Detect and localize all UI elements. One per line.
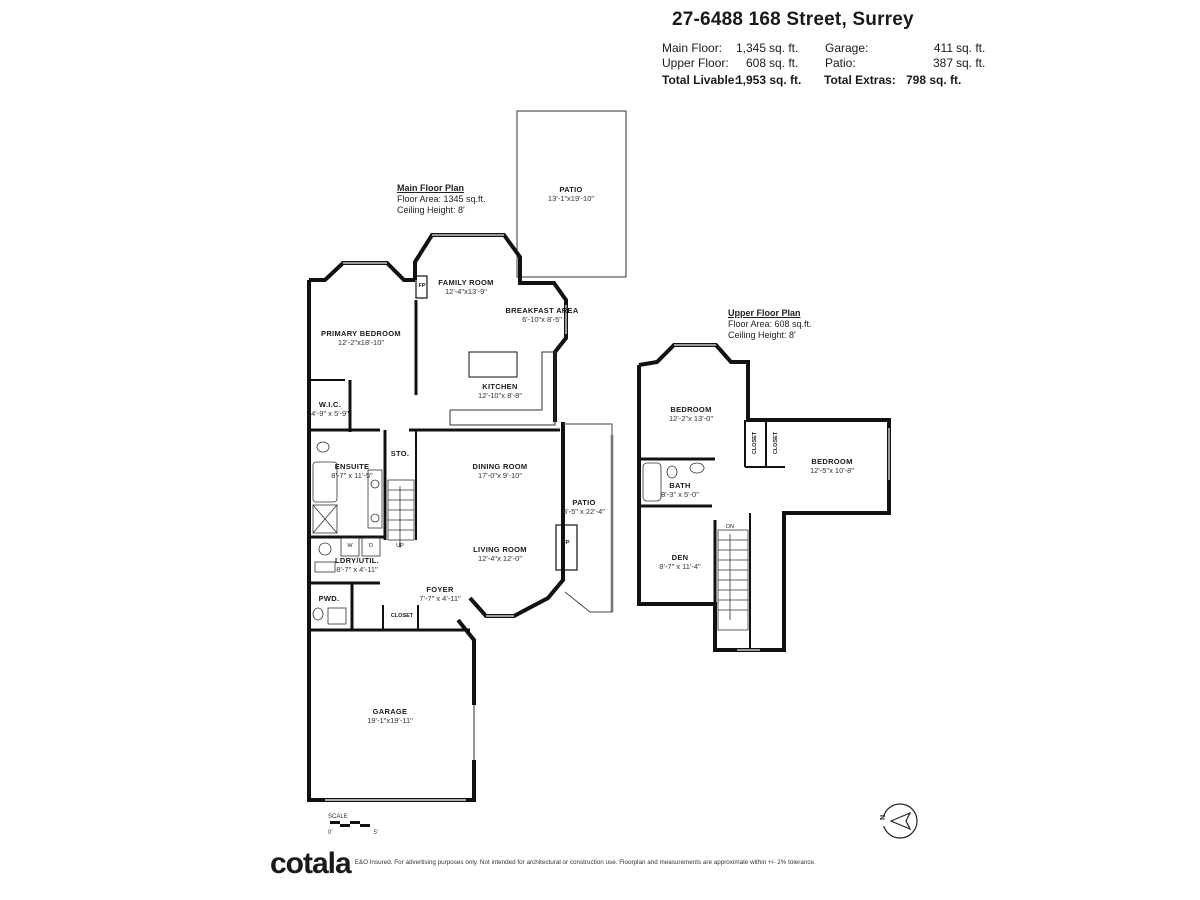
kitchen-counter	[449, 351, 556, 426]
room-storage: STO.	[390, 449, 410, 458]
total-extras-label: Total Extras:	[824, 73, 896, 87]
upper-floor-label: Upper Floor:	[662, 56, 729, 70]
stairs-down-label: DN	[726, 524, 734, 530]
upper-bath-fixtures	[642, 462, 705, 502]
garage-unit: sq. ft.	[956, 41, 986, 55]
room-laundry-utility: LDRY/UTIL.8'-7" x 4'-11"	[335, 556, 379, 574]
disclaimer-text: E&O Insured. For advertising purposes on…	[354, 859, 816, 866]
room-wic: W.I.C.4'-9" x 5'-9"	[311, 400, 349, 418]
dryer-label: D	[369, 543, 373, 549]
upper-floor-plan-info: Upper Floor Plan Floor Area: 608 sq.ft. …	[728, 308, 812, 341]
main-floor-label: Main Floor:	[662, 41, 723, 55]
room-closet: CLOSET	[390, 613, 414, 619]
laundry-fixtures	[314, 537, 381, 573]
washer-label: W	[347, 543, 353, 549]
area-summary: Main Floor: 1,345 sq. ft. Garage: 411 sq…	[662, 41, 1000, 88]
garage-value: 411	[933, 41, 953, 55]
room-upper-closet-1: CLOSET	[752, 431, 758, 455]
main-stairs	[387, 479, 415, 548]
stat-row-main-garage: Main Floor: 1,345 sq. ft. Garage: 411 sq…	[662, 41, 1000, 56]
pwd-fixtures	[312, 607, 347, 625]
stairs-up-label: UP	[396, 543, 404, 549]
side-patio-outline	[563, 423, 613, 613]
living-fireplace	[555, 524, 578, 571]
stat-row-upper-patio: Upper Floor: 608 sq. ft. Patio: 387 sq. …	[662, 56, 1000, 71]
main-floor-area: Floor Area: 1345 sq.ft.	[397, 194, 486, 204]
kitchen-island	[468, 351, 518, 378]
main-floor-plan-info: Main Floor Plan Floor Area: 1345 sq.ft. …	[397, 183, 486, 216]
upper-windows	[674, 344, 890, 651]
compass-icon	[881, 803, 918, 839]
footer: cotala E&O Insured. For advertising purp…	[270, 847, 816, 880]
property-address: 27-6488 168 Street, Surrey	[672, 9, 914, 30]
main-floor-plan-title: Main Floor Plan	[397, 183, 465, 193]
upper-floor-area: Floor Area: 608 sq.ft.	[728, 319, 812, 329]
scale-label: SCALE	[328, 814, 348, 820]
family-fireplace	[415, 275, 428, 299]
upper-floor-plan-title: Upper Floor Plan	[728, 308, 801, 318]
main-floor-unit: sq. ft.	[769, 41, 799, 55]
upper-floor-unit: sq. ft.	[769, 56, 799, 70]
upper-stairs	[717, 529, 749, 631]
scale-bar: SCALE 0' 5'	[328, 814, 378, 836]
family-fireplace-label: FP	[418, 283, 426, 289]
garage-label: Garage:	[825, 41, 869, 55]
patio-value: 387	[932, 56, 953, 70]
stat-row-totals: Total Livable: 1,953 sq. ft. Total Extra…	[662, 73, 1000, 88]
total-extras-value: 798 sq. ft.	[906, 73, 962, 87]
room-upper-closet-2: CLOSET	[773, 431, 779, 455]
scale-graphic	[330, 821, 370, 827]
scale-end: 5'	[373, 830, 378, 836]
main-floor-ceiling: Ceiling Height: 8'	[397, 205, 465, 215]
main-floor-value: 1,345	[736, 41, 767, 55]
rear-patio-outline	[516, 110, 627, 278]
upper-floor-ceiling: Ceiling Height: 8'	[728, 330, 796, 340]
patio-label: Patio:	[825, 56, 856, 70]
scale-start: 0'	[328, 830, 333, 836]
upper-floor-value: 608	[745, 56, 766, 70]
cotala-logo: cotala	[270, 847, 352, 880]
patio-unit: sq. ft.	[956, 56, 986, 70]
north-compass: N	[879, 800, 921, 847]
room-powder: PWD.	[318, 594, 340, 603]
total-livable-value: 1,953 sq. ft.	[736, 73, 802, 87]
compass-north-label: N	[880, 814, 888, 821]
ensuite-fixtures	[312, 441, 383, 534]
living-fireplace-label: FP	[562, 540, 570, 546]
total-livable-label: Total Livable:	[662, 73, 739, 87]
